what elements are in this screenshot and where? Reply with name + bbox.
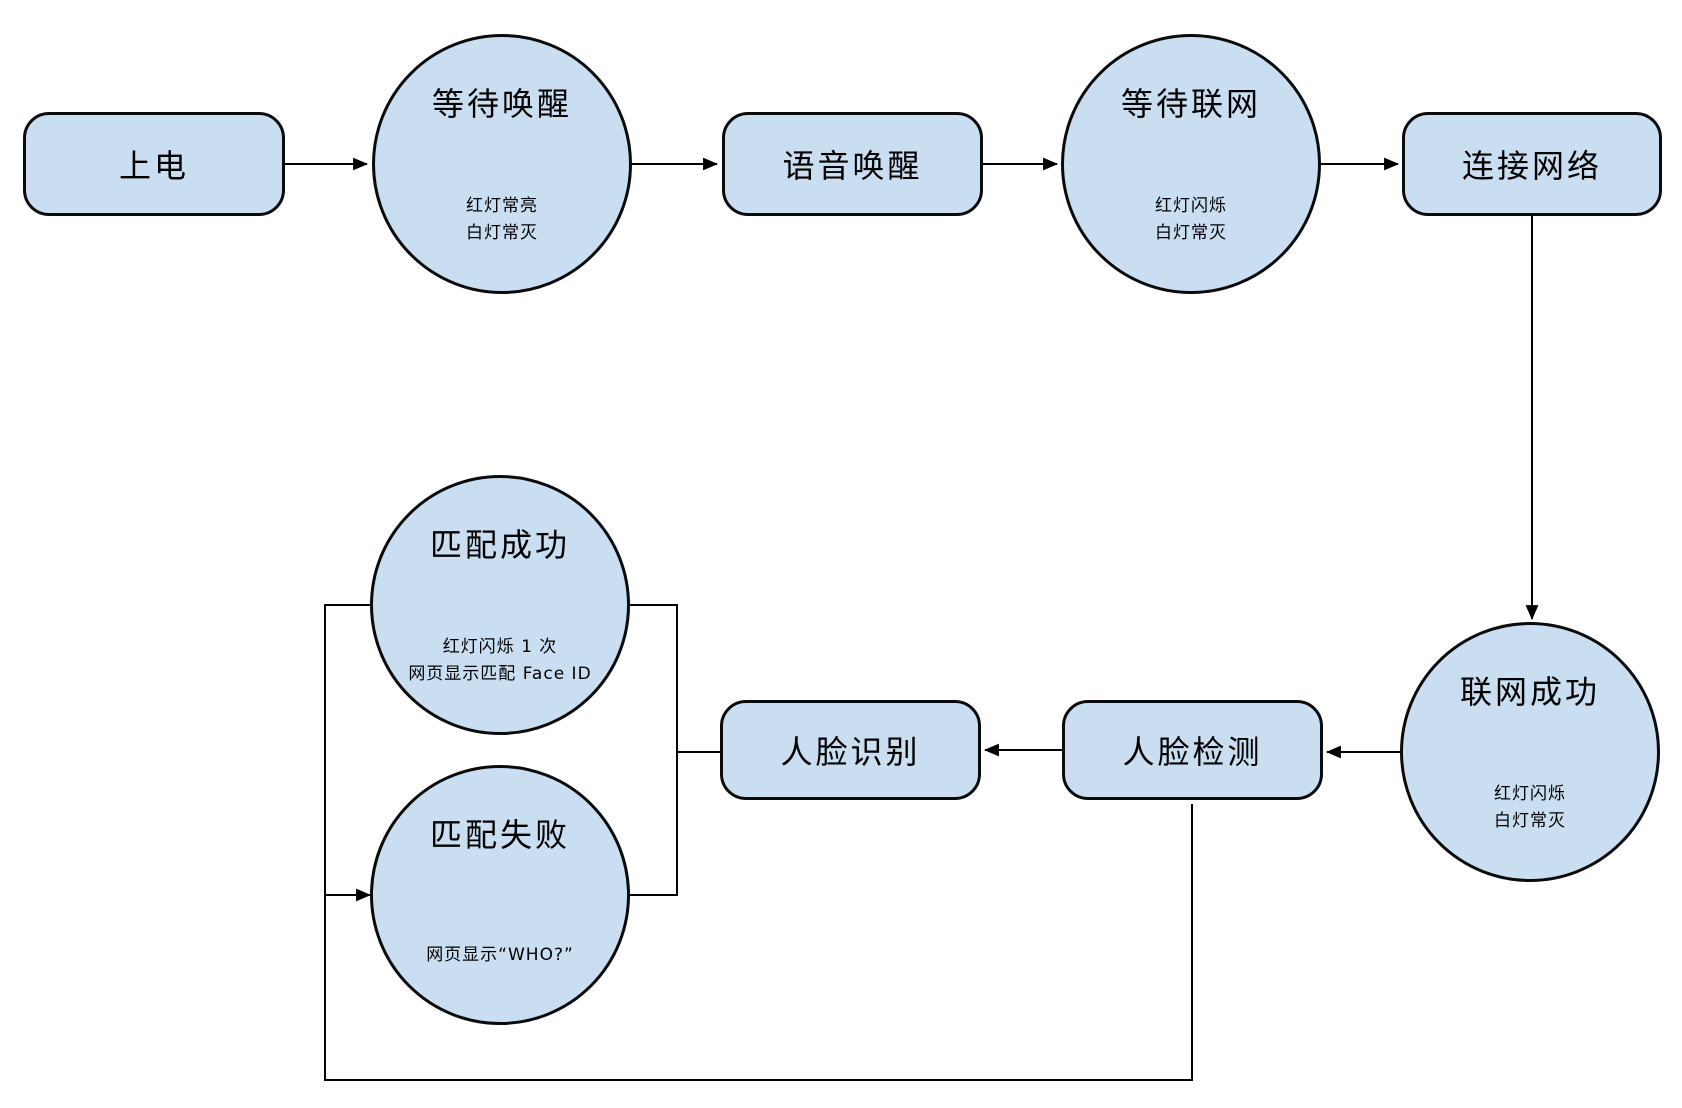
node-power-on: 上电 [23,112,285,216]
node-face-recognize: 人脸识别 [720,700,981,800]
node-wait-network-label: 等待联网 [1120,84,1261,123]
node-connect-network: 连接网络 [1402,112,1662,216]
node-match-success: 匹配成功 红灯闪烁 1 次 网页显示匹配 Face ID [370,475,630,735]
node-network-success-sublabel: 红灯闪烁 白灯常灭 [1494,784,1566,832]
node-voice-wake: 语音唤醒 [722,112,983,216]
node-face-detect: 人脸检测 [1062,700,1323,800]
node-wait-network-sublabel: 红灯闪烁 白灯常灭 [1155,196,1227,244]
edge-match-results-loop-to-face-detect [324,604,1193,1081]
node-face-detect-label: 人脸检测 [1122,733,1263,771]
node-wait-wake-sublabel: 红灯常亮 白灯常灭 [466,196,538,244]
node-match-fail-sublabel: 网页显示“WHO?” [426,944,574,965]
node-wait-network: 等待联网 红灯闪烁 白灯常灭 [1061,34,1321,294]
node-wait-wake-label: 等待唤醒 [431,84,572,123]
node-face-recognize-label: 人脸识别 [780,733,921,771]
node-voice-wake-label: 语音唤醒 [782,147,923,185]
node-network-success-label: 联网成功 [1459,672,1600,711]
node-power-on-label: 上电 [118,147,189,185]
node-match-success-label: 匹配成功 [429,525,570,564]
node-network-success: 联网成功 红灯闪烁 白灯常灭 [1400,622,1660,882]
edge-face-recognize-to-match-results [630,604,720,896]
node-match-fail-label: 匹配失败 [429,815,570,854]
node-match-fail: 匹配失败 网页显示“WHO?” [370,765,630,1025]
node-wait-wake: 等待唤醒 红灯常亮 白灯常灭 [372,34,632,294]
node-match-success-sublabel: 红灯闪烁 1 次 网页显示匹配 Face ID [408,637,592,685]
node-connect-network-label: 连接网络 [1461,147,1602,185]
